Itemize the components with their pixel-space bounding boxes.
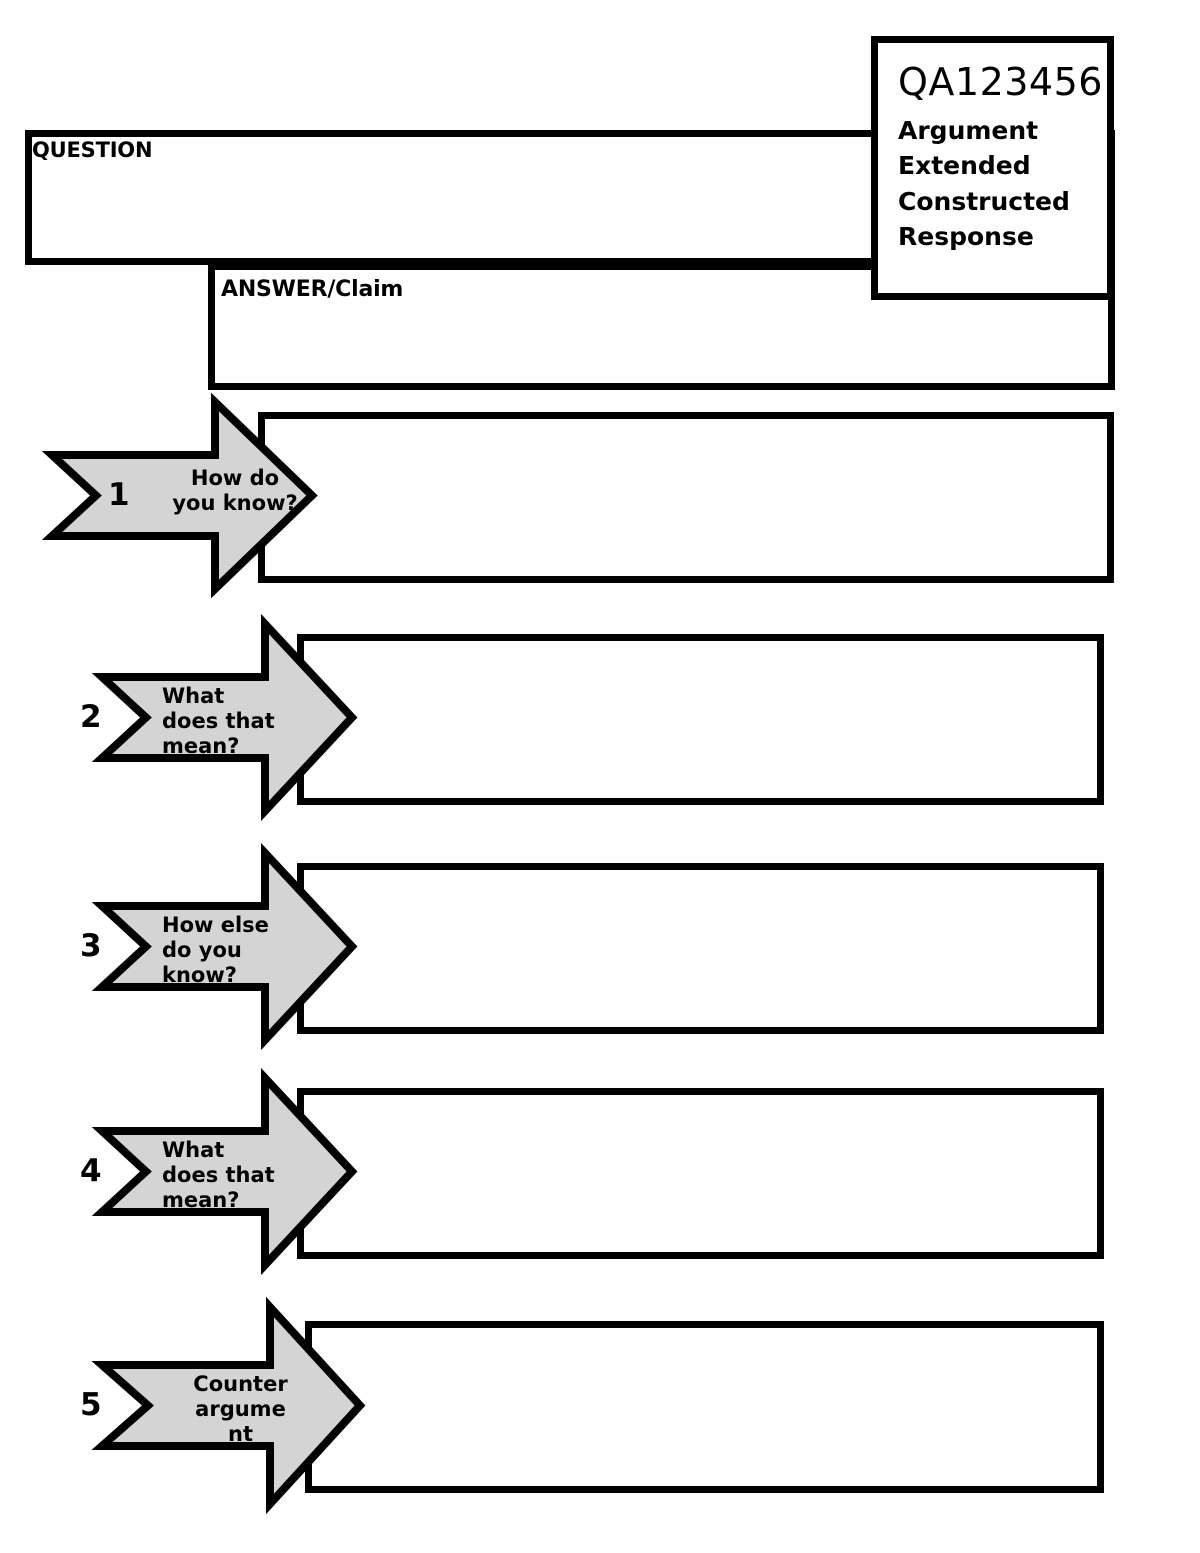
- step-4-response-box[interactable]: [297, 1088, 1104, 1259]
- step-row-2: 2 What does that mean?: [0, 613, 1200, 822]
- step-3-number: 3: [80, 928, 102, 964]
- assessment-subtitle: Argument Extended Constructed Response: [898, 113, 1099, 255]
- subtitle-line-4: Response: [898, 222, 1034, 252]
- subtitle-line-1: Argument: [898, 115, 1039, 145]
- step-4-number: 4: [80, 1153, 102, 1189]
- subtitle-line-2: Extended: [898, 151, 1031, 181]
- step-1-arrow: [41, 392, 318, 599]
- step-row-3: 3 How else do you know?: [0, 842, 1200, 1051]
- step-5-response-box[interactable]: [305, 1321, 1104, 1493]
- step-2-number: 2: [80, 699, 102, 735]
- step-3-arrow: [91, 842, 358, 1051]
- step-row-1: 1 How do you know?: [0, 392, 1200, 599]
- step-row-5: 5 Counter argume nt: [0, 1296, 1200, 1515]
- step-5-number: 5: [80, 1387, 102, 1423]
- step-2-arrow: [91, 613, 358, 822]
- step-2-response-box[interactable]: [297, 634, 1104, 805]
- step-row-4: 4 What does that mean?: [0, 1067, 1200, 1276]
- step-4-arrow: [91, 1067, 358, 1276]
- subtitle-line-3: Constructed: [898, 186, 1070, 216]
- assessment-code: QA123456: [898, 60, 1103, 104]
- step-1-response-box[interactable]: [258, 412, 1114, 583]
- step-5-arrow: [91, 1296, 366, 1515]
- step-1-number: 1: [108, 477, 130, 513]
- header-title-card: QA123456 Argument Extended Constructed R…: [871, 36, 1114, 300]
- question-label: QUESTION: [32, 138, 153, 162]
- step-3-response-box[interactable]: [297, 863, 1104, 1034]
- answer-claim-label: ANSWER/Claim: [221, 277, 404, 302]
